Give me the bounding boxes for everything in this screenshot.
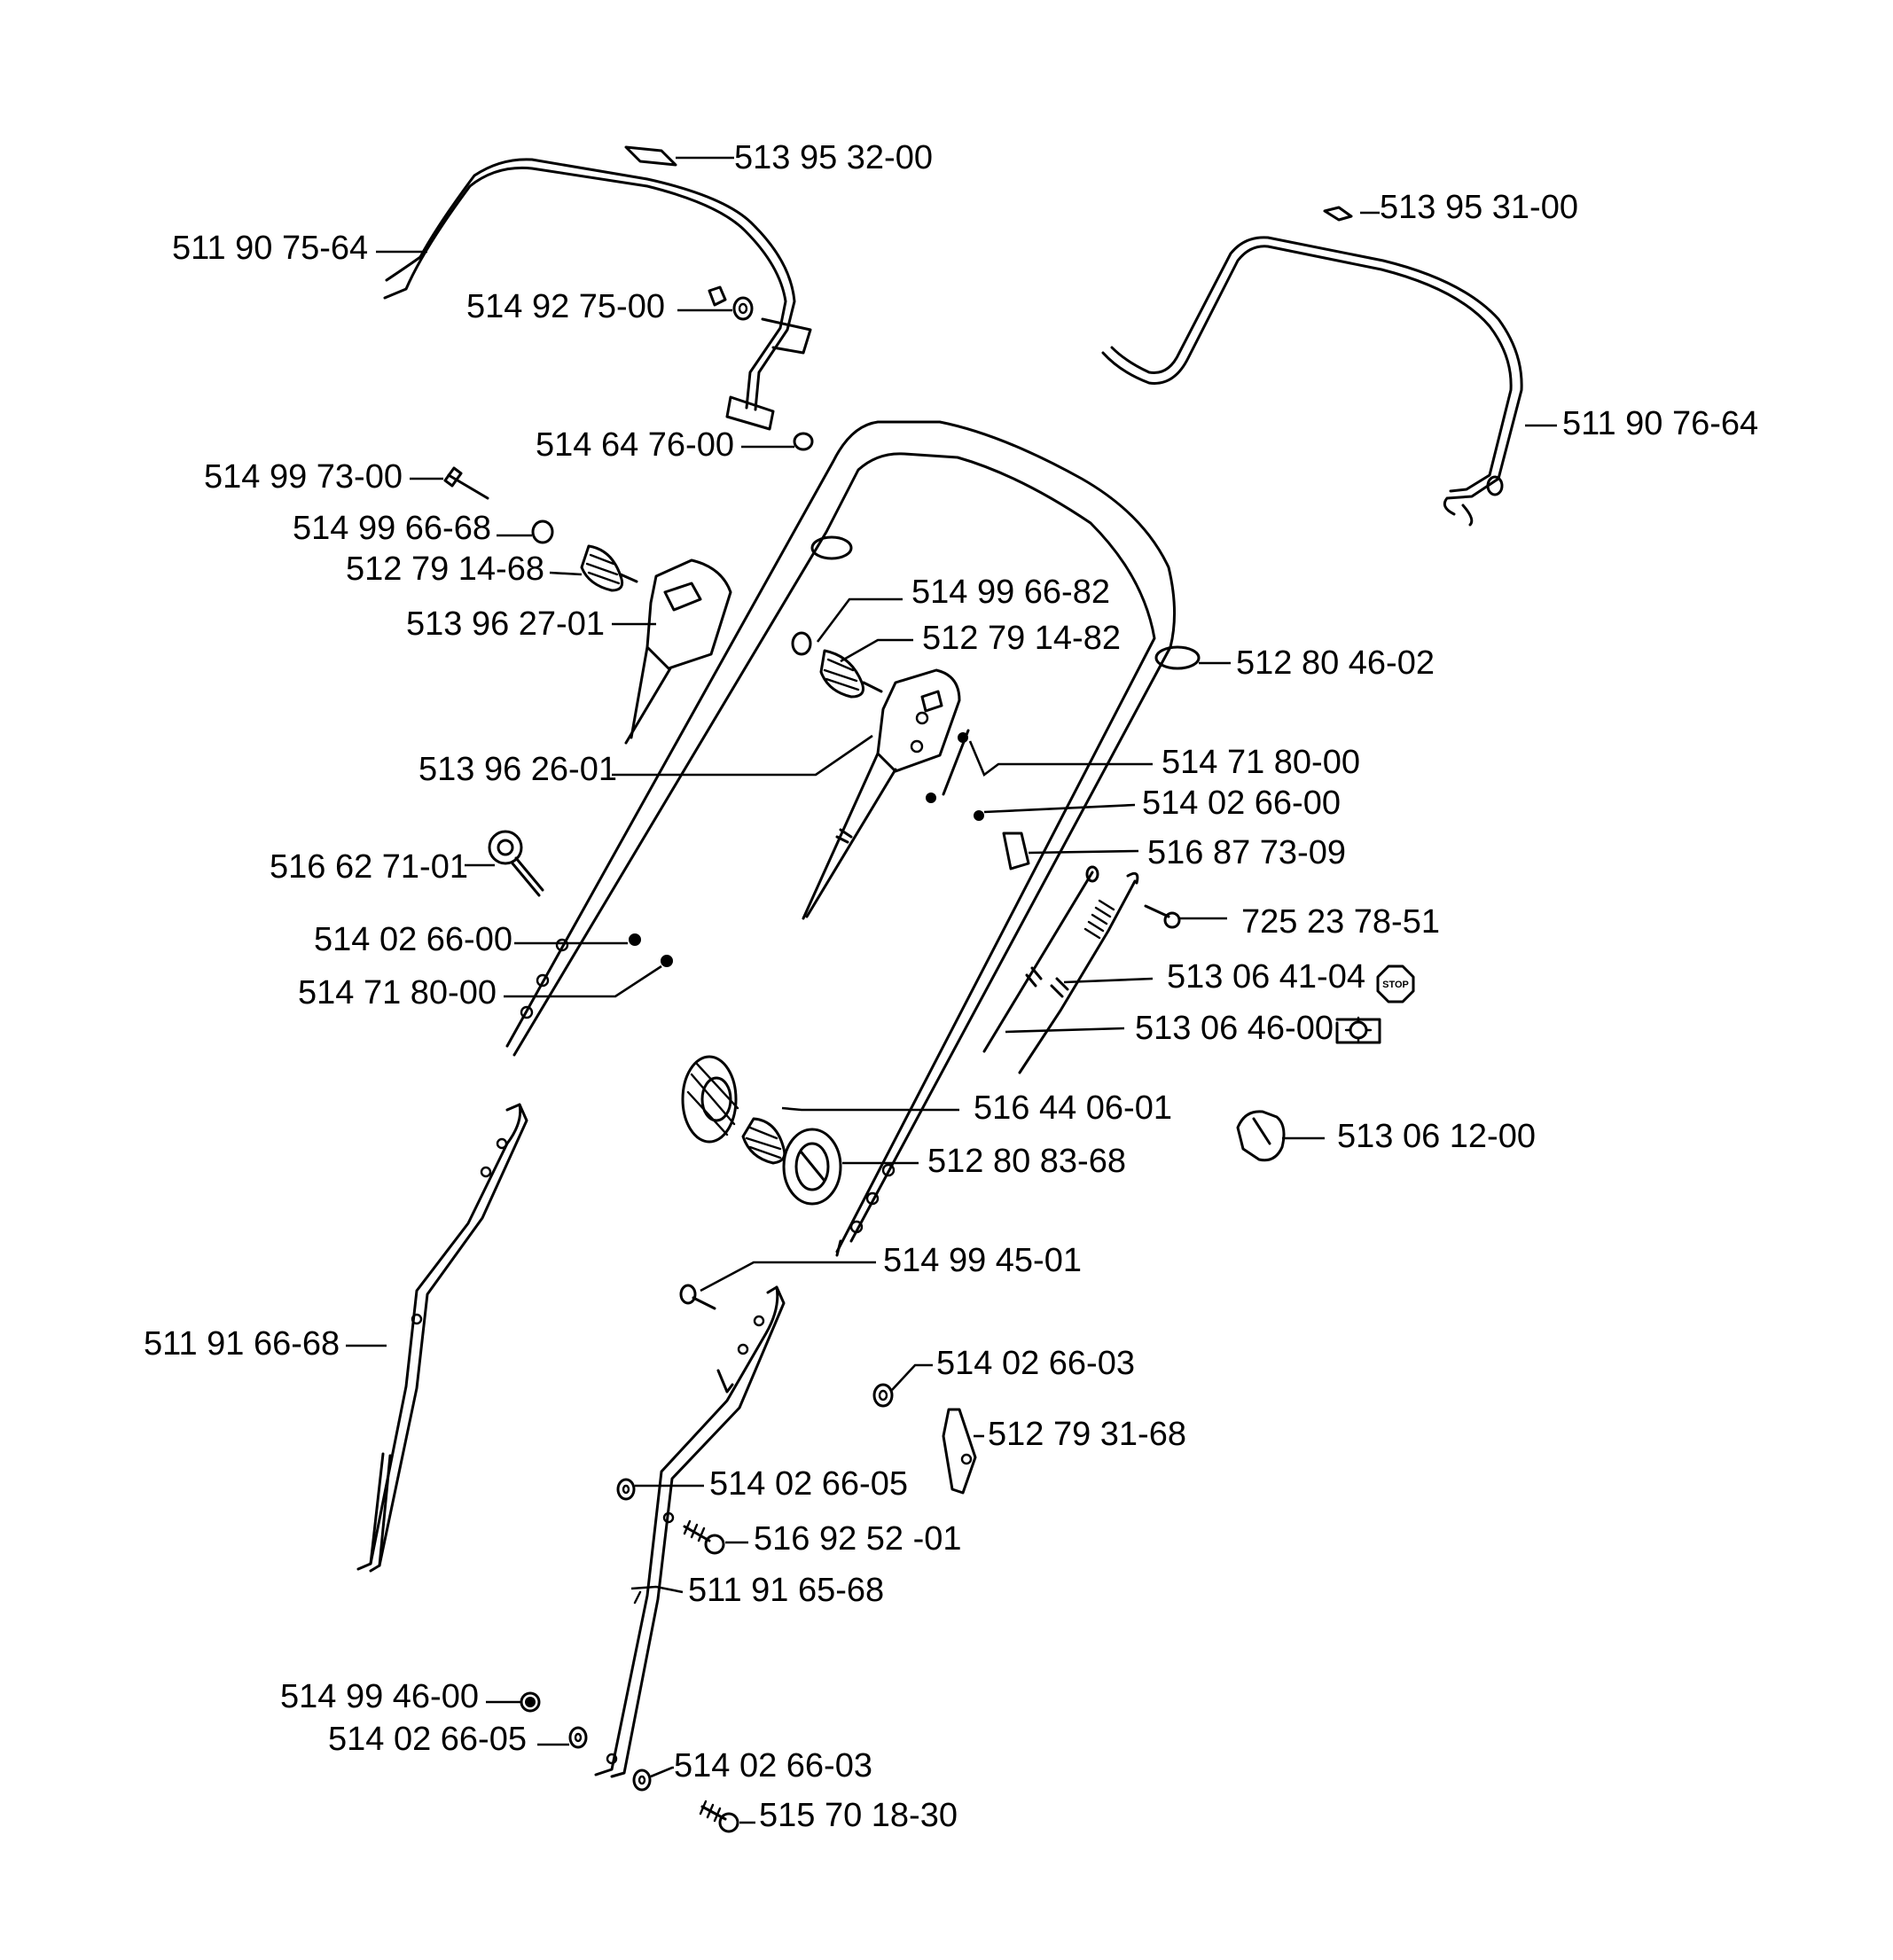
label-516-44-06-01: 516 44 06-01 bbox=[974, 1089, 1172, 1127]
label-514-02-66-00-upper: 514 02 66-00 bbox=[1142, 785, 1341, 822]
bolt-516-92-52-01 bbox=[683, 1519, 725, 1555]
sticker-513-95-31-00 bbox=[1323, 206, 1353, 222]
label-514-99-66-82: 514 99 66-82 bbox=[911, 574, 1110, 611]
label-516-92-52-01: 516 92 52 -01 bbox=[754, 1520, 962, 1558]
screw-515-70-18-30 bbox=[699, 1800, 739, 1833]
switch-housing-513-96-26-01 bbox=[802, 668, 961, 920]
label-512-80-46-02: 512 80 46-02 bbox=[1236, 644, 1435, 682]
label-514-71-80-00-lower: 514 71 80-00 bbox=[298, 974, 497, 1011]
clip-516-87-73-09 bbox=[1002, 832, 1030, 871]
nuts-lower bbox=[629, 933, 673, 967]
label-513-06-46-00: 513 06 46-00 bbox=[1135, 1010, 1334, 1047]
stop-octagon-icon: STOP bbox=[1376, 964, 1415, 1003]
cap-514-64-76-00 bbox=[793, 432, 814, 451]
label-512-79-31-68: 512 79 31-68 bbox=[988, 1416, 1186, 1453]
label-514-02-66-03-lower: 514 02 66-03 bbox=[674, 1747, 872, 1784]
label-514-99-73-00: 514 99 73-00 bbox=[204, 458, 403, 496]
label-725-23-78-51: 725 23 78-51 bbox=[1241, 903, 1440, 941]
label-511-91-65-68: 511 91 65-68 bbox=[688, 1572, 884, 1609]
label-514-92-75-00: 514 92 75-00 bbox=[466, 288, 665, 325]
label-516-62-71-01: 516 62 71-01 bbox=[270, 848, 468, 886]
label-514-71-80-00-upper: 514 71 80-00 bbox=[1162, 744, 1360, 781]
lower-handle-right bbox=[594, 1285, 786, 1778]
label-513-96-26-01: 513 96 26-01 bbox=[418, 751, 617, 788]
washer-514-02-66-03-upper bbox=[872, 1383, 894, 1408]
sticker-513-95-32-00 bbox=[624, 145, 677, 167]
control-cables bbox=[982, 865, 1139, 1074]
label-512-80-83-68: 512 80 83-68 bbox=[927, 1143, 1126, 1180]
label-514-02-66-03-upper: 514 02 66-03 bbox=[936, 1345, 1135, 1382]
spring-512-79-14-82 bbox=[819, 649, 883, 699]
label-511-90-76-64: 511 90 76-64 bbox=[1562, 405, 1758, 442]
label-513-06-12-00: 513 06 12-00 bbox=[1337, 1118, 1536, 1155]
plate-512-79-31-68 bbox=[942, 1408, 977, 1495]
lower-handle-left bbox=[356, 1103, 528, 1573]
label-512-79-14-68: 512 79 14-68 bbox=[346, 551, 544, 588]
knob-514-92-75-00 bbox=[708, 285, 754, 321]
part-labels: 513 95 32-00 511 90 75-64 514 92 75-00 5… bbox=[144, 139, 1758, 1834]
knob-disc-516-44-06-01 bbox=[681, 1055, 739, 1144]
label-511-90-75-64: 511 90 75-64 bbox=[172, 230, 368, 267]
bracket-514-71-80-00-upper bbox=[926, 729, 984, 821]
cap-514-99-66-68 bbox=[531, 519, 554, 544]
spring-between-discs bbox=[741, 1117, 786, 1165]
stop-badge-text: STOP bbox=[1382, 980, 1409, 990]
washer-514-02-66-05-lower bbox=[568, 1726, 588, 1749]
cable-clamp-513-06-12-00 bbox=[1236, 1110, 1286, 1162]
label-513-96-27-01: 513 96 27-01 bbox=[406, 605, 605, 643]
label-513-95-31-00: 513 95 31-00 bbox=[1380, 189, 1578, 226]
label-512-79-14-82: 512 79 14-82 bbox=[922, 620, 1121, 657]
control-bail-left bbox=[383, 158, 812, 431]
washer-514-02-66-03-lower bbox=[632, 1769, 652, 1792]
knob-disc-512-80-83-68 bbox=[782, 1128, 842, 1206]
label-511-91-66-68: 511 91 66-68 bbox=[144, 1325, 340, 1363]
label-513-95-32-00: 513 95 32-00 bbox=[734, 139, 933, 176]
label-515-70-18-30: 515 70 18-30 bbox=[759, 1797, 958, 1834]
eye-bolt-516-62-71-01 bbox=[488, 830, 544, 897]
switch-housing-513-96-27-01 bbox=[624, 558, 732, 745]
leader-lines bbox=[346, 156, 1557, 1824]
label-513-06-41-04: 513 06 41-04 bbox=[1167, 958, 1365, 996]
label-514-99-45-01: 514 99 45-01 bbox=[883, 1242, 1082, 1279]
label-516-87-73-09: 516 87 73-09 bbox=[1147, 834, 1346, 871]
upper-handle-tube bbox=[505, 420, 1201, 1257]
nut-514-99-46-00 bbox=[520, 1691, 541, 1713]
label-514-02-66-05-lower: 514 02 66-05 bbox=[328, 1721, 527, 1758]
label-514-99-66-68: 514 99 66-68 bbox=[293, 510, 491, 547]
washer-514-02-66-05-upper bbox=[616, 1478, 636, 1501]
bolt-514-99-45-01 bbox=[679, 1284, 716, 1310]
label-514-02-66-05-upper: 514 02 66-05 bbox=[709, 1465, 908, 1503]
control-bail-right bbox=[1101, 236, 1523, 527]
label-514-64-76-00: 514 64 76-00 bbox=[536, 426, 734, 464]
spring-512-79-14-68 bbox=[580, 544, 638, 592]
cog-box-icon bbox=[1335, 1016, 1381, 1044]
cap-514-99-66-82 bbox=[791, 631, 812, 656]
bolt-725-23-78-51 bbox=[1144, 904, 1181, 929]
label-514-99-46-00: 514 99 46-00 bbox=[280, 1678, 479, 1715]
label-514-02-66-00-lower: 514 02 66-00 bbox=[314, 921, 512, 958]
screw-514-99-73-00 bbox=[443, 466, 489, 500]
